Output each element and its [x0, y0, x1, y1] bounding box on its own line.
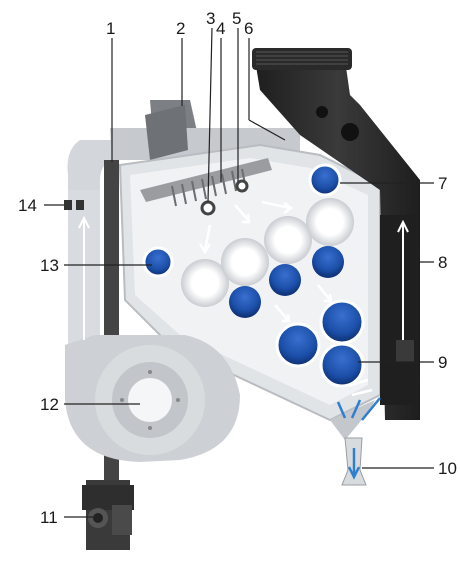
- callout-2: 2: [176, 19, 186, 38]
- leader-lines: [44, 27, 434, 518]
- condensate-flow-arrows: [336, 397, 381, 480]
- callout-1: 1: [106, 19, 116, 38]
- ionisation-electrode: [235, 179, 249, 193]
- callout-6: 6: [244, 19, 254, 38]
- gas-flow-arrows: [198, 200, 373, 397]
- air-pressure-nipple: [64, 200, 84, 210]
- callout-3: 3: [206, 9, 216, 28]
- air-flow-arrow: [78, 215, 90, 340]
- fan-housing: [65, 335, 240, 462]
- heat-exchanger-tubes: [142, 163, 365, 388]
- tube-rings: [181, 198, 354, 307]
- callout-11: 11: [40, 508, 58, 527]
- callout-9: 9: [438, 353, 448, 372]
- callout-12: 12: [40, 395, 59, 414]
- callout-4: 4: [216, 19, 226, 38]
- flue-flow-arrow: [397, 219, 409, 340]
- callout-7: 7: [438, 174, 448, 193]
- gas-valve: [82, 480, 134, 550]
- ignition-electrode: [200, 200, 216, 216]
- callout-13: 13: [40, 256, 59, 275]
- callout-5: 5: [232, 9, 242, 28]
- flue-pipe: [252, 48, 420, 420]
- callout-10: 10: [438, 459, 457, 478]
- callout-14: 14: [18, 196, 37, 215]
- callout-8: 8: [438, 253, 448, 272]
